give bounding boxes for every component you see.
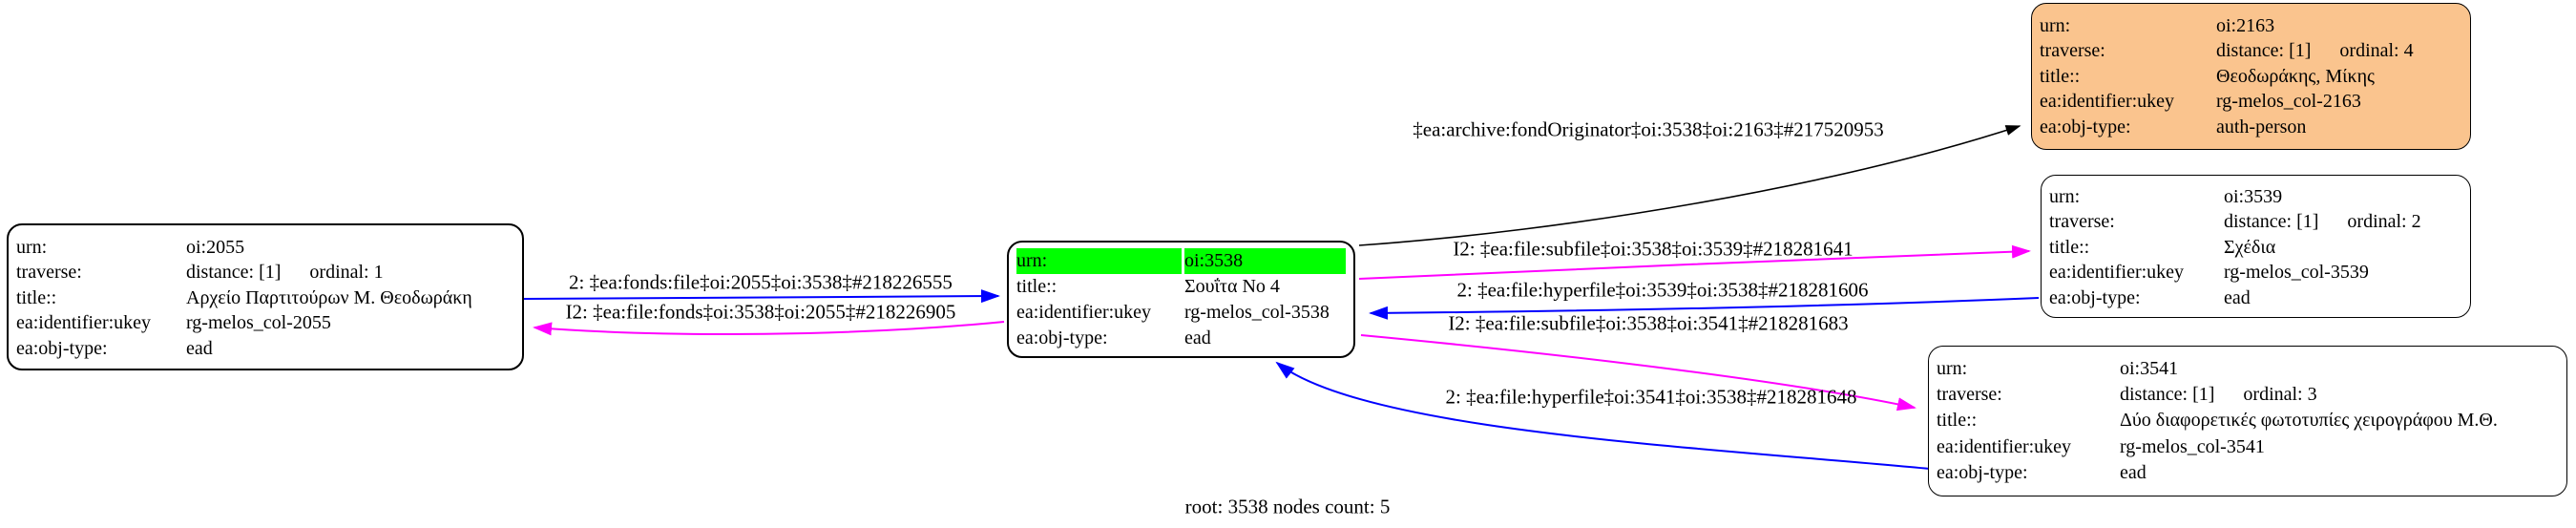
row-label: ea:obj-type: bbox=[2040, 116, 2131, 137]
row-label: urn: bbox=[1016, 248, 1182, 274]
row-label: title:: bbox=[2040, 65, 2081, 87]
row-value: rg-melos_col-2163 bbox=[2216, 91, 2361, 113]
row-value: distance: [1] ordinal: 4 bbox=[2216, 40, 2414, 62]
row-value: Αρχείο Παρτιτούρων Μ. Θεοδωράκη bbox=[186, 286, 472, 308]
row-label: title:: bbox=[16, 286, 57, 308]
row-label: ea:obj-type: bbox=[1016, 327, 1108, 348]
edge-fonds-file-line bbox=[523, 289, 1000, 304]
node-row: title::Δύο διαφορετικές φωτοτυπίες χειρο… bbox=[1929, 408, 2566, 433]
row-value: Σχέδια bbox=[2224, 236, 2276, 258]
node-row: ea:identifier:ukey rg-melos_col-3541 bbox=[1929, 434, 2566, 460]
edge-label-file-fonds: I2: ‡ea:file:fonds‡oi:3538‡oi:2055‡#2182… bbox=[565, 300, 956, 324]
row-value: oi:3539 bbox=[2224, 186, 2283, 207]
node-row: urn: oi:3541 bbox=[1929, 356, 2566, 382]
node-row: title::Θεοδωράκης, Μίκης bbox=[2032, 64, 2470, 89]
row-label: urn: bbox=[2049, 186, 2081, 207]
edge-label-fondoriginator: ‡ea:archive:fondOriginator‡oi:3538‡oi:21… bbox=[1413, 117, 1884, 141]
row-label: urn: bbox=[2040, 15, 2071, 36]
row-label: ea:obj-type: bbox=[1937, 461, 2028, 483]
node-row: traverse: distance: [1] ordinal: 2 bbox=[2042, 209, 2470, 234]
node-row: ea:identifier:ukey rg-melos_col-3539 bbox=[2042, 260, 2470, 285]
node-row: title::Σχέδια bbox=[2042, 235, 2470, 260]
edge-label-file-hyperfile-3541: 2: ‡ea:file:hyperfile‡oi:3541‡oi:3538‡#2… bbox=[1445, 385, 1857, 409]
row-label: urn: bbox=[1937, 358, 1968, 379]
row-value: ead bbox=[186, 337, 213, 359]
row-value: rg-melos_col-3541 bbox=[2120, 435, 2265, 457]
row-value: auth-person bbox=[2216, 116, 2307, 137]
node-row: traverse: distance: [1] ordinal: 4 bbox=[2032, 38, 2470, 63]
row-value: Θεοδωράκης, Μίκης bbox=[2216, 65, 2375, 87]
node-row: title::Αρχείο Παρτιτούρων Μ. Θεοδωράκη bbox=[9, 285, 522, 310]
row-label: title:: bbox=[1937, 410, 1978, 432]
row-label: ea:identifier:ukey bbox=[16, 312, 152, 334]
node-row: ea:obj-type: auth-person bbox=[2032, 115, 2470, 139]
row-label: traverse: bbox=[16, 262, 82, 284]
row-value: oi:3538 bbox=[1184, 248, 1346, 274]
edge-label-file-hyperfile-3539: 2: ‡ea:file:hyperfile‡oi:3539‡oi:3538‡#2… bbox=[1456, 278, 1869, 302]
node-row: ea:identifier:ukey rg-melos_col-3538 bbox=[1009, 300, 1353, 326]
edge-label-file-subfile-3541: I2: ‡ea:file:subfile‡oi:3538‡oi:3541‡#21… bbox=[1448, 311, 1849, 335]
row-label: title:: bbox=[1016, 276, 1058, 297]
row-label: ea:identifier:ukey bbox=[1937, 435, 2072, 457]
row-label: ea:obj-type: bbox=[16, 337, 108, 359]
node-row: ea:obj-type: ead bbox=[9, 336, 522, 361]
node-row: ea:obj-type: ead bbox=[1009, 326, 1353, 351]
row-value: rg-melos_col-2055 bbox=[186, 312, 331, 334]
node-oi-2163: urn: oi:2163 traverse: distance: [1] ordin… bbox=[2031, 3, 2471, 150]
row-value: ead bbox=[1184, 327, 1211, 348]
row-value: distance: [1] ordinal: 2 bbox=[2224, 211, 2421, 233]
node-row: ea:obj-type: ead bbox=[2042, 285, 2470, 310]
node-oi-3539: urn: oi:3539 traverse: distance: [1] ordin… bbox=[2041, 175, 2471, 318]
row-value: Σουΐτα No 4 bbox=[1184, 276, 1280, 297]
row-label: title:: bbox=[2049, 236, 2090, 258]
row-label: ea:identifier:ukey bbox=[2040, 91, 2175, 113]
node-row: ea:identifier:ukey rg-melos_col-2163 bbox=[2032, 89, 2470, 114]
node-row: urn: oi:2163 bbox=[2032, 13, 2470, 38]
row-label: urn: bbox=[16, 237, 48, 258]
edge-fondoriginator-line bbox=[1358, 125, 2021, 246]
node-row: urn: oi:3539 bbox=[2042, 184, 2470, 209]
row-value: rg-melos_col-3539 bbox=[2224, 262, 2369, 284]
node-oi-2055: urn: oi:2055 traverse: distance: [1] ordin… bbox=[7, 223, 524, 370]
row-label: ea:obj-type: bbox=[2049, 286, 2141, 308]
edge-label-fonds-file: 2: ‡ea:fonds:file‡oi:2055‡oi:3538‡#21822… bbox=[569, 270, 953, 294]
row-value: Δύο διαφορετικές φωτοτυπίες χειρογράφου … bbox=[2120, 410, 2498, 432]
row-label: traverse: bbox=[2040, 40, 2105, 62]
row-label: traverse: bbox=[1937, 384, 2002, 406]
node-row: urn: oi:2055 bbox=[9, 235, 522, 260]
row-value: distance: [1] ordinal: 3 bbox=[2120, 384, 2317, 406]
row-value: ead bbox=[2120, 461, 2147, 483]
row-value: rg-melos_col-3538 bbox=[1184, 302, 1330, 323]
row-label: traverse: bbox=[2049, 211, 2115, 233]
edge-file-hyperfile-3541-line bbox=[1275, 361, 1931, 470]
node-row-highlighted: urn:oi:3538 bbox=[1009, 248, 1353, 274]
row-value: oi:2163 bbox=[2216, 15, 2275, 36]
graph-caption: root: 3538 nodes count: 5 bbox=[1184, 495, 1391, 518]
node-oi-3538-root: urn:oi:3538 title::Σουΐτα No 4 ea:identi… bbox=[1007, 241, 1355, 358]
row-label: ea:identifier:ukey bbox=[2049, 262, 2185, 284]
row-label: ea:identifier:ukey bbox=[1016, 302, 1152, 323]
row-value: distance: [1] ordinal: 1 bbox=[186, 262, 384, 284]
node-row: title::Σουΐτα No 4 bbox=[1009, 274, 1353, 300]
node-oi-3541: urn: oi:3541 traverse: distance: [1] ordin… bbox=[1928, 346, 2567, 496]
row-value: oi:3541 bbox=[2120, 358, 2179, 379]
row-value: ead bbox=[2224, 286, 2251, 308]
edge-label-file-subfile-3539: I2: ‡ea:file:subfile‡oi:3538‡oi:3539‡#21… bbox=[1453, 237, 1853, 261]
node-row: traverse: distance: [1] ordinal: 3 bbox=[1929, 382, 2566, 408]
node-row: traverse: distance: [1] ordinal: 1 bbox=[9, 260, 522, 285]
node-row: ea:obj-type: ead bbox=[1929, 460, 2566, 486]
row-value: oi:2055 bbox=[186, 237, 245, 258]
node-row: ea:identifier:ukey rg-melos_col-2055 bbox=[9, 310, 522, 335]
